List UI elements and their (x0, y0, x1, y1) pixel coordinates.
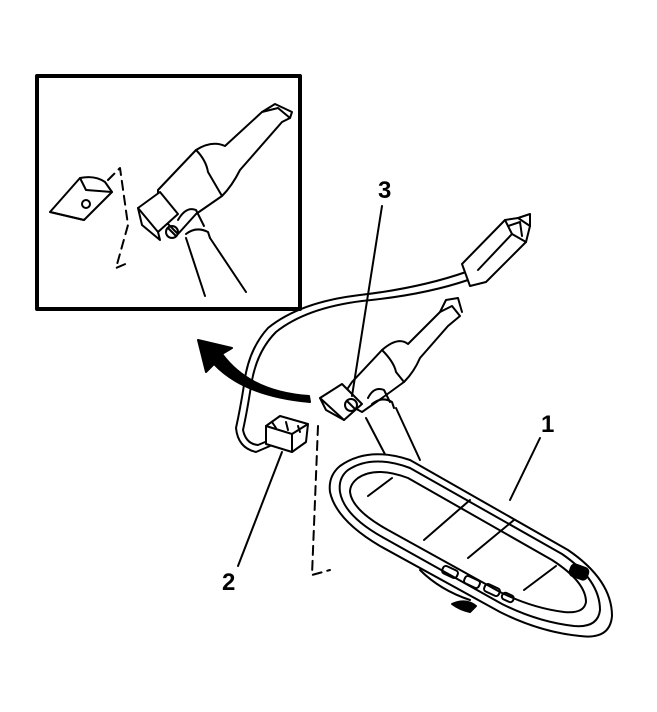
inset-tab-hole (81, 199, 91, 209)
mirror-housing-outer (328, 453, 613, 638)
leader-1 (509, 437, 541, 501)
inset-mirror-bracket (137, 103, 293, 241)
inset-bracket-screw (165, 225, 179, 239)
mirror-glass (349, 471, 587, 614)
retaining-screw (344, 398, 358, 412)
inset-mount-tab (49, 176, 113, 221)
mirror-button-1 (441, 564, 459, 580)
rearview-mirror (328, 453, 613, 638)
leader-2 (237, 451, 283, 567)
mirror-button-2 (463, 574, 481, 590)
mirror-housing-inner (338, 460, 601, 628)
detail-inset (35, 74, 302, 311)
callout-3: 3 (378, 177, 391, 204)
electrical-connector (265, 415, 309, 453)
inset-mirror-stem (185, 228, 247, 297)
main-alignment-line (311, 425, 331, 576)
main-mirror-bracket (319, 297, 463, 461)
callout-2: 2 (222, 569, 235, 596)
mirror-lower-lip (451, 600, 477, 613)
inset-alignment-line (107, 167, 131, 269)
callout-leaders (237, 205, 541, 567)
callout-1: 1 (541, 411, 554, 438)
mirror-button-4 (500, 591, 515, 604)
leader-3 (351, 205, 383, 397)
mirror-sensor (568, 563, 590, 581)
harness-connector-upper (461, 213, 531, 287)
wiring-harness (235, 213, 531, 453)
detail-arrow (197, 339, 311, 403)
mirror-button-3 (483, 582, 501, 598)
